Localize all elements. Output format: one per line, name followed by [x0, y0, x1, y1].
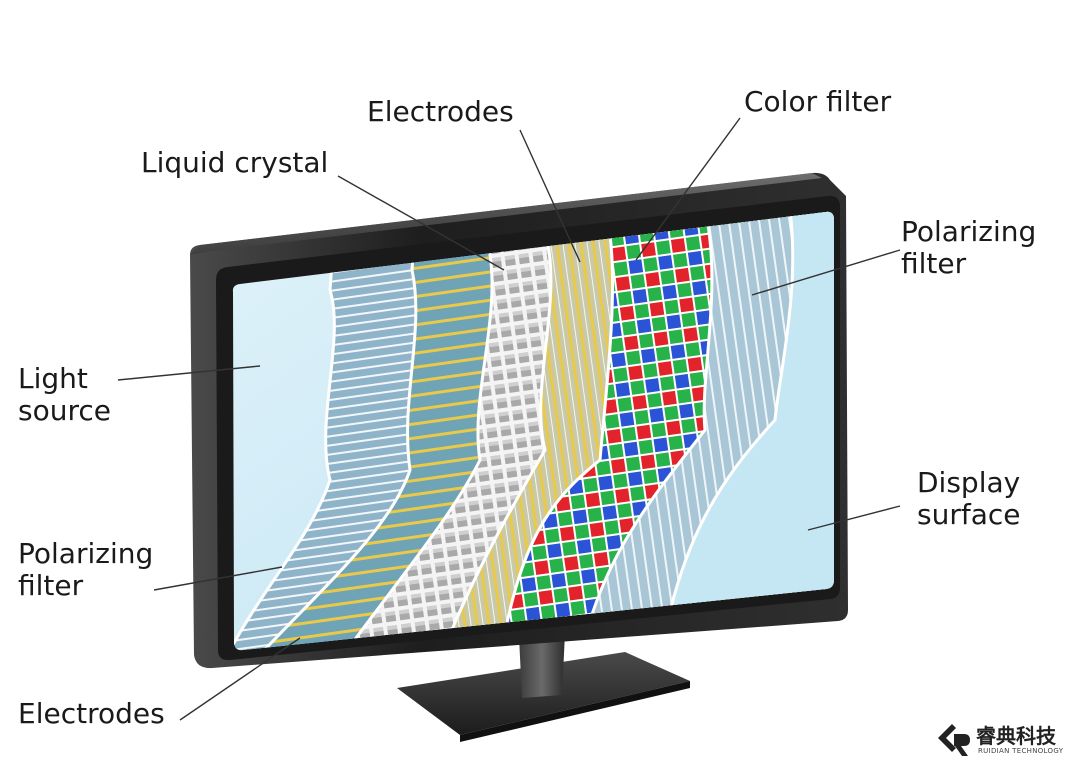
ruidian-logo-mark-icon: [938, 724, 970, 756]
label-liquid-crystal: Liquid crystal: [141, 146, 329, 179]
screen-layers: [232, 211, 834, 651]
logo-name-cn: 睿典科技: [976, 724, 1056, 748]
label-color-filter: Color filter: [744, 85, 892, 118]
leader-light-source: [117, 365, 261, 381]
leader-liquid-crystal: [337, 175, 505, 271]
ruidian-logo: 睿典科技 RUIDIAN TECHNOLOGY: [934, 718, 1074, 762]
label-light-source: Light source: [18, 362, 111, 427]
label-polarizing-filter-left: Polarizing filter: [18, 537, 154, 602]
leader-polarizing-left: [153, 566, 283, 591]
leader-display-surface: [807, 505, 901, 531]
leader-color-filter: [635, 117, 741, 261]
leader-electrodes-bottom: [179, 637, 301, 721]
leader-electrodes-top: [519, 129, 581, 263]
leader-lines: [117, 117, 901, 721]
label-display-surface: Display surface: [917, 466, 1021, 531]
label-electrodes-top: Electrodes: [367, 95, 514, 128]
leader-polarizing-right: [751, 249, 901, 296]
label-electrodes-bottom: Electrodes: [18, 697, 165, 730]
label-polarizing-filter-right: Polarizing filter: [901, 215, 1037, 280]
logo-name-en: RUIDIAN TECHNOLOGY: [978, 747, 1064, 755]
